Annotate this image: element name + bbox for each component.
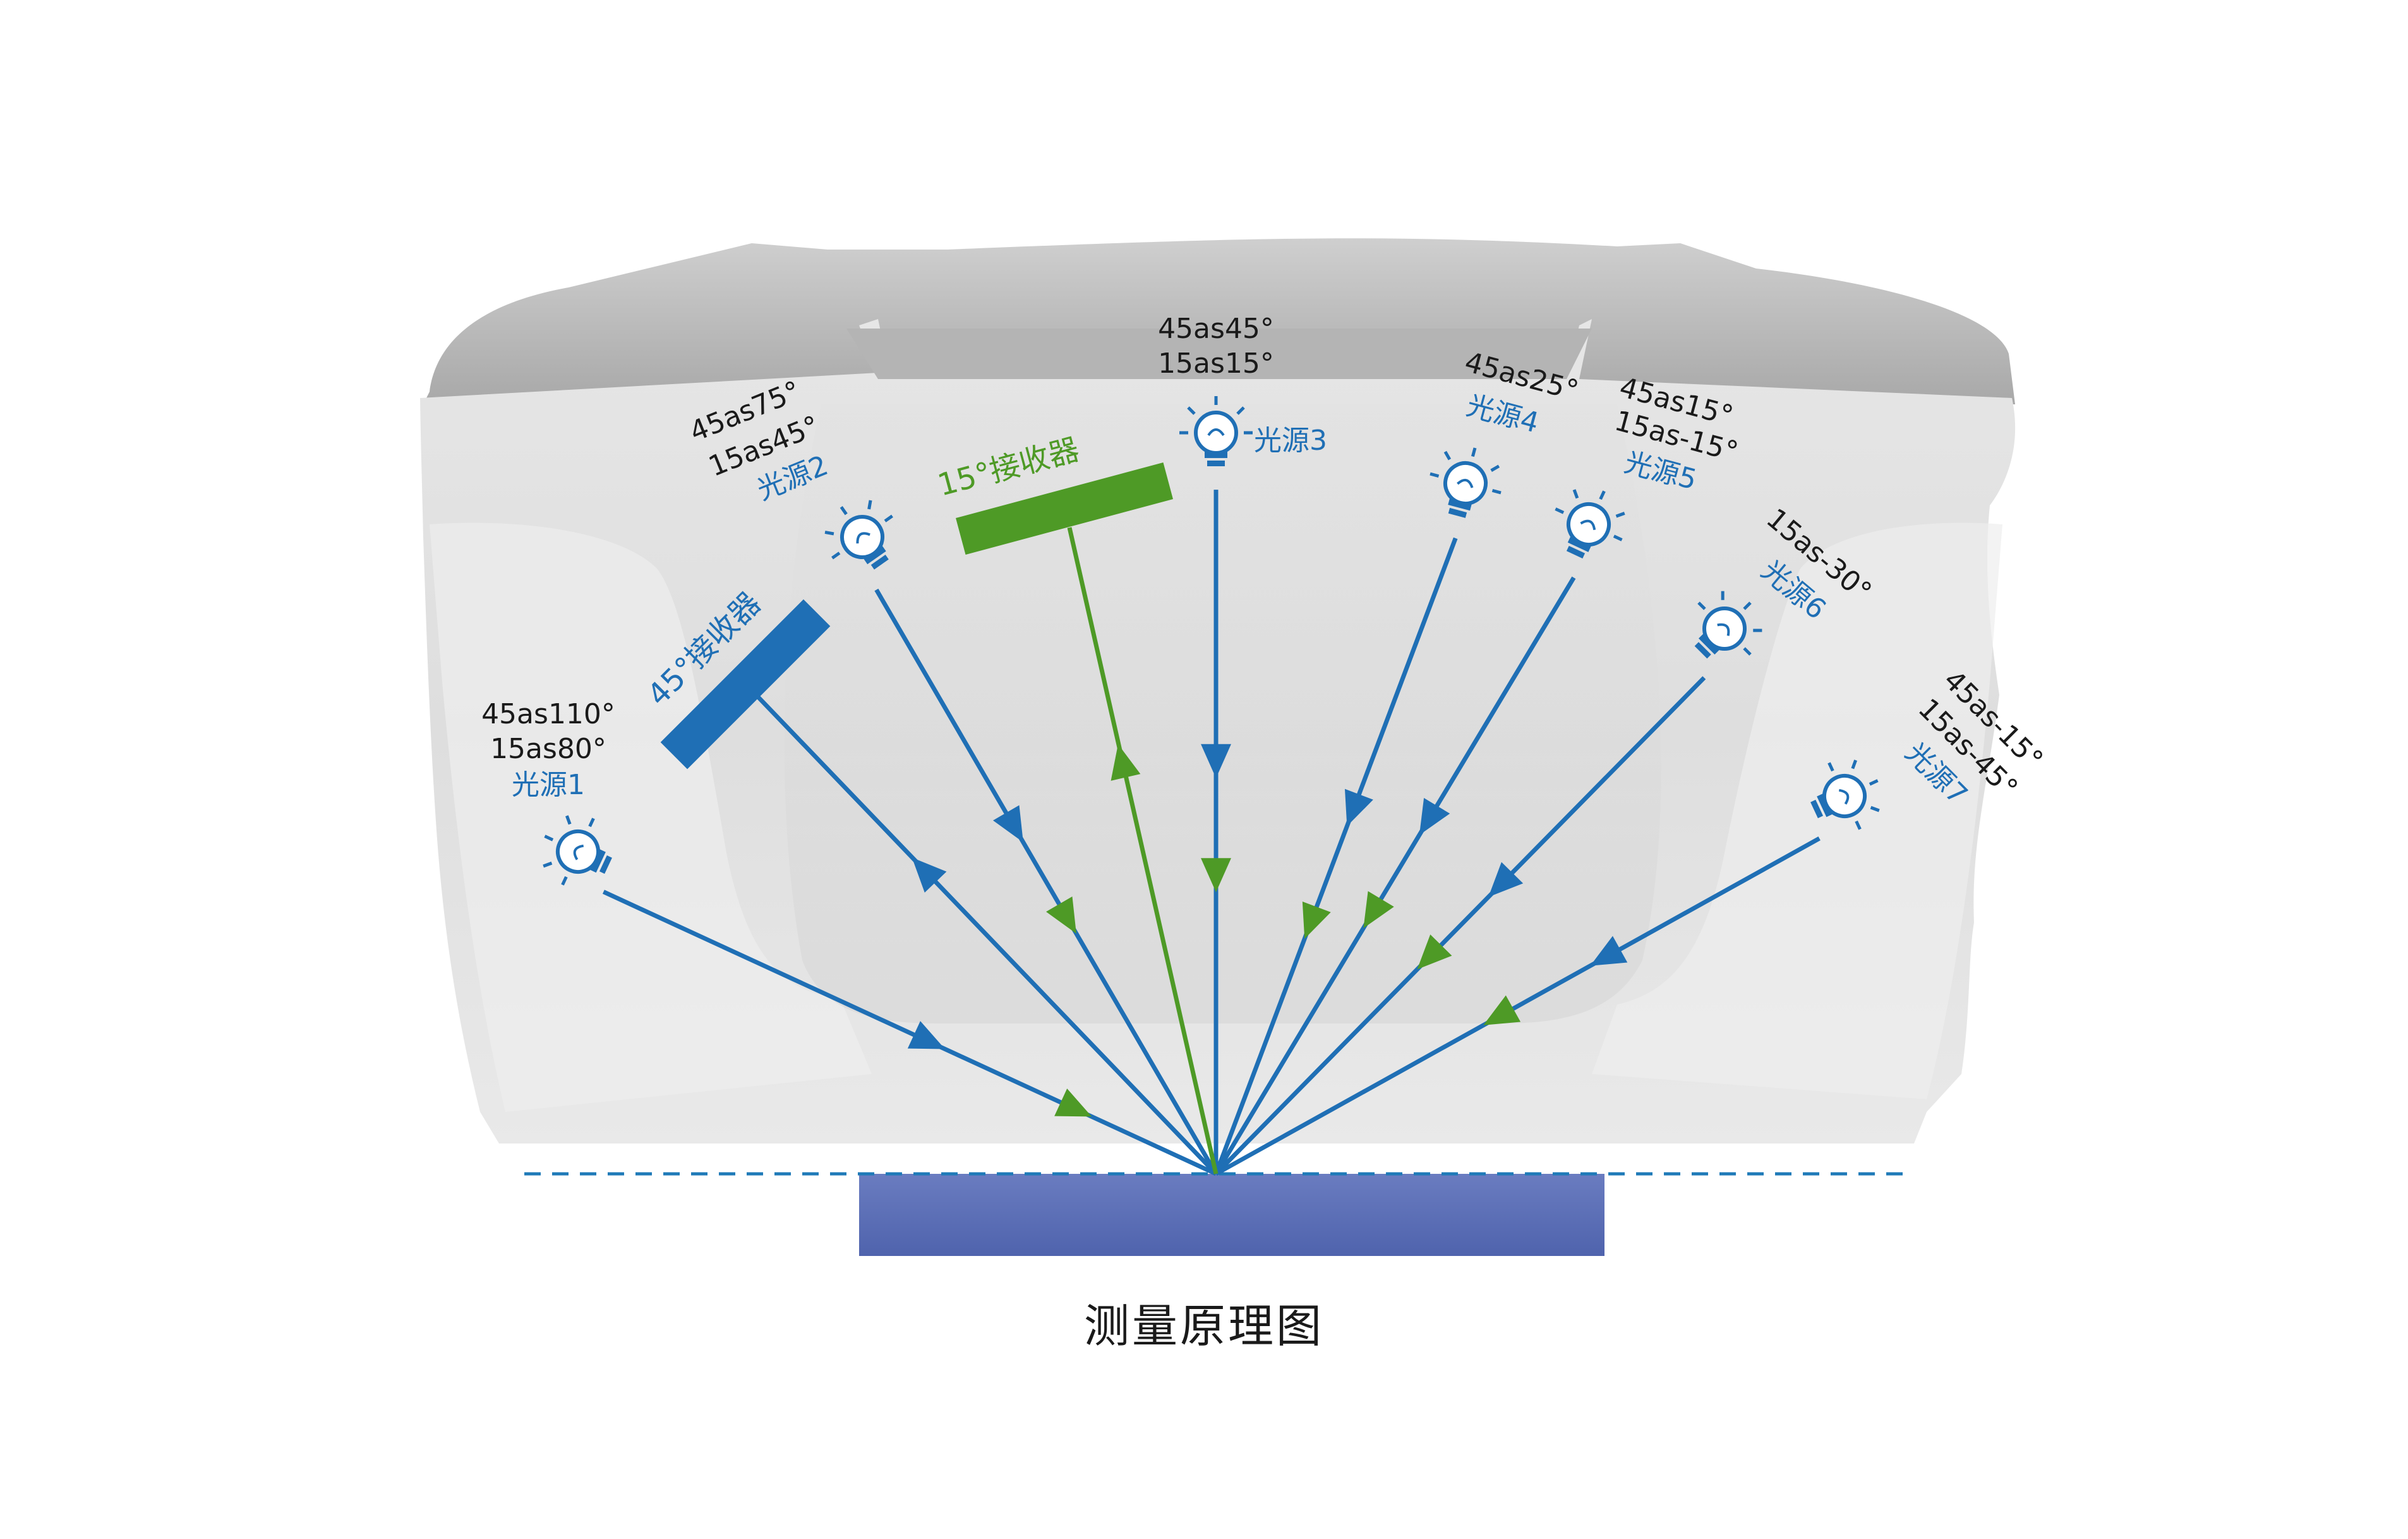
ray-receiver-45-arrow <box>912 857 947 893</box>
source-1-angle-a: 45as110° <box>481 698 615 730</box>
ray-source-7-arrow-1 <box>1590 936 1628 966</box>
housing-inner-cavity <box>784 404 1661 1023</box>
source-3-name: 光源3 <box>1254 425 1327 457</box>
light-bulb-icon <box>1555 489 1625 558</box>
source-3-angle-a: 45as45° <box>1158 313 1274 345</box>
light-bulb-icon <box>1179 396 1253 466</box>
ray-source-4-arrow-1 <box>1344 788 1373 826</box>
light-bulb-icon <box>824 500 893 570</box>
ray-source-6-arrow-1 <box>1488 862 1524 897</box>
sample-block <box>859 1174 1604 1256</box>
receiver-15-bar <box>956 462 1173 555</box>
ray-source-6-arrow-2 <box>1417 934 1452 970</box>
ray-source-2-arrow-1 <box>992 805 1023 843</box>
ray-source-7-arrow-2 <box>1483 995 1521 1025</box>
source-3-angle-b: 15as15° <box>1158 347 1274 380</box>
ray-source-4-arrow-2 <box>1302 901 1331 939</box>
light-bulb-icon <box>1810 759 1880 830</box>
light-bulb-icon <box>543 815 612 886</box>
ray-source-2-arrow-2 <box>1045 896 1076 934</box>
ray-group <box>602 490 1821 1176</box>
source-1-angle-b: 15as80° <box>490 733 606 765</box>
light-source-icons <box>543 396 1880 886</box>
ray-source-1 <box>602 890 1217 1176</box>
ray-receiver-15 <box>1067 527 1219 1174</box>
housing-right-panel <box>1592 522 2002 1099</box>
ray-source-3-arrow-1 <box>1201 744 1231 778</box>
source-3-labels: 45as45° 15as15° 光源3 <box>1158 313 1327 457</box>
ray-source-4 <box>1213 537 1458 1175</box>
housing-top-notch <box>846 329 1592 379</box>
ray-source-5-arrow-2 <box>1363 891 1394 929</box>
ray-source-3-arrow-2 <box>1201 858 1231 893</box>
ray-receiver-15-arrow <box>1111 744 1141 781</box>
source-1-name: 光源1 <box>512 769 585 801</box>
ray-receiver-45 <box>755 694 1218 1176</box>
light-bulb-icon <box>1430 447 1502 518</box>
ray-source-1-arrow-2 <box>1054 1089 1092 1117</box>
ray-source-1-arrow-1 <box>907 1021 945 1049</box>
receiver-45-bar <box>660 599 831 770</box>
source-1-labels: 45as110° 15as80° 光源1 <box>481 698 615 801</box>
ray-source-7 <box>1215 836 1821 1176</box>
light-bulb-icon <box>1694 591 1762 659</box>
ray-source-6 <box>1214 676 1706 1176</box>
diagram-caption: 测量原理图 <box>1083 1300 1324 1353</box>
ray-source-5 <box>1213 576 1576 1175</box>
ray-source-2 <box>874 588 1219 1175</box>
housing-top-rim <box>423 238 2015 404</box>
ray-source-5-arrow-1 <box>1419 798 1450 835</box>
